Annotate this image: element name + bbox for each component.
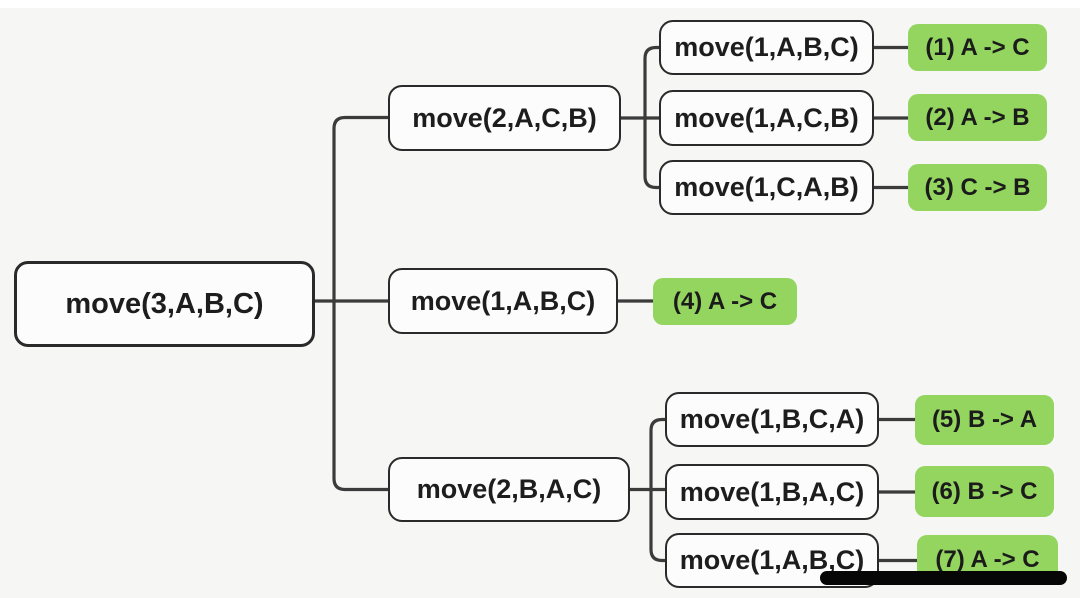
edge-bottom-cluster-trunk <box>649 417 666 563</box>
result-badge-2-a-to-b: (2) A -> B <box>908 94 1047 141</box>
top-margin-strip <box>0 0 1080 8</box>
leaf-node-move-1-a-c-b: move(1,A,C,B) <box>659 90 874 146</box>
edge-root-trunk <box>332 115 390 492</box>
leaf-node-move-1-c-a-b: move(1,C,A,B) <box>659 160 874 215</box>
result-badge-4-a-to-c: (4) A -> C <box>653 278 797 325</box>
black-marker-bar <box>820 571 1067 585</box>
result-badge-1-a-to-c: (1) A -> C <box>908 24 1047 71</box>
edge-top-cluster-trunk <box>643 45 660 190</box>
leaf-node-move-1-a-b-c: move(1,A,B,C) <box>659 20 874 75</box>
leaf-node-move-1-b-c-a: move(1,B,C,A) <box>665 392 879 447</box>
leaf-node-move-1-b-a-c: move(1,B,A,C) <box>665 464 879 520</box>
node-move-1-a-b-c-middle: move(1,A,B,C) <box>388 268 618 334</box>
result-badge-3-c-to-b: (3) C -> B <box>908 164 1047 211</box>
result-badge-6-b-to-c: (6) B -> C <box>915 466 1054 517</box>
node-move-3-a-b-c: move(3,A,B,C) <box>14 261 315 347</box>
node-move-2-a-c-b: move(2,A,C,B) <box>388 85 621 151</box>
result-badge-5-b-to-a: (5) B -> A <box>915 395 1054 445</box>
node-move-2-b-a-c: move(2,B,A,C) <box>388 457 630 522</box>
